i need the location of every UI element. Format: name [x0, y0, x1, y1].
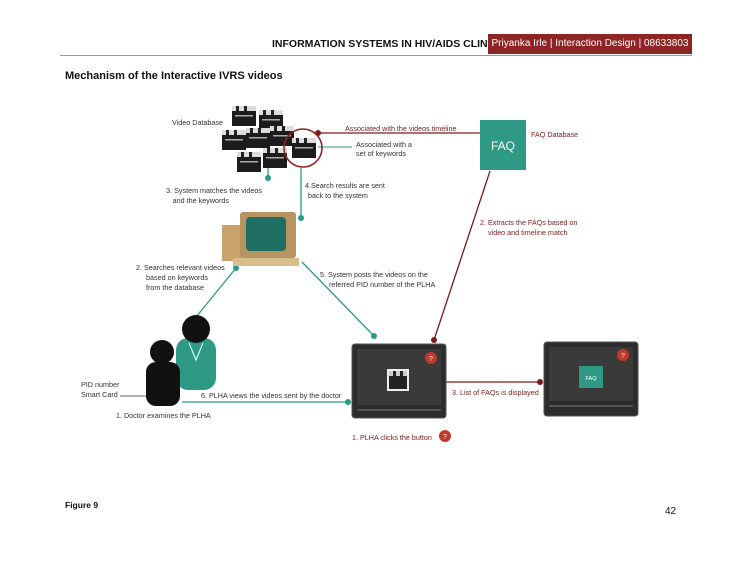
clapperboard-icon: [270, 126, 294, 146]
header-title: INFORMATION SYSTEMS IN HIV/AIDS CLINIC: [272, 38, 499, 50]
pid-number-label: PID number: [81, 380, 120, 389]
step3-list-label: 3. List of FAQs is displayed: [452, 388, 539, 397]
step6-view-label: 6. PLHA views the videos sent by the doc…: [201, 391, 342, 400]
faq-database-box: [480, 120, 526, 170]
clapperboard-icon: [292, 138, 316, 158]
author-badge: Priyanka Irle | Interaction Design | 086…: [488, 34, 692, 54]
video-database-label: Video Database: [172, 118, 223, 127]
clapperboard-icon: [232, 106, 256, 126]
step3-match-line1: 3. System matches the videos: [166, 186, 262, 195]
help-button-glyph: ?: [443, 434, 447, 441]
step5-connector: [301, 261, 375, 337]
clapperboard-icon: [387, 369, 409, 391]
phone-screen-videos: ?: [351, 343, 447, 419]
step2-search-line1: 2. Searches relevant videos: [136, 263, 225, 272]
help-button-glyph: ?: [429, 356, 433, 363]
smart-card-label: Smart Card: [81, 390, 118, 399]
video-database-cluster: [222, 106, 323, 172]
dot: [298, 215, 304, 221]
dot: [265, 175, 271, 181]
dot: [371, 333, 377, 339]
computer-keyboard: [233, 258, 299, 266]
plha-figure: [146, 340, 180, 406]
faq-tile-label: FAQ: [585, 376, 597, 382]
help-button-icon: [617, 349, 629, 361]
step5-post-line2: referred PID number of the PLHA: [329, 280, 435, 289]
connector-lines: [120, 132, 540, 403]
doctor-figure: [176, 315, 216, 390]
clapperboard-icon: [222, 130, 246, 150]
clapperboard-icon: [246, 128, 270, 148]
timeline-association-label: Associated with the videos timeline: [345, 124, 456, 133]
step2-connector: [195, 267, 237, 318]
figure-caption: Figure 9: [65, 500, 99, 510]
computer-icon: [222, 212, 299, 266]
computer-tower: [222, 225, 244, 261]
clapperboard-icon: [237, 152, 261, 172]
dot: [345, 399, 351, 405]
page-number: 42: [665, 506, 677, 517]
connector-dots: [233, 130, 543, 405]
step5-post-line1: 5. System posts the videos on the: [320, 270, 428, 279]
faq-box-label: FAQ: [491, 139, 515, 153]
step4-results-line1: 4.Search results are sent: [305, 181, 385, 190]
faq-database-label: FAQ Database: [531, 130, 578, 139]
help-button-icon: [439, 430, 451, 442]
step1-doctor-label: 1. Doctor examines the PLHA: [116, 411, 211, 420]
dot: [431, 337, 437, 343]
clapperboard-icon: [259, 110, 283, 130]
step4-results-line2: back to the system: [308, 191, 368, 200]
clapperboard-icon: [263, 148, 287, 168]
dot: [233, 265, 239, 271]
step1-click-label: 1. PLHA clicks the button: [352, 433, 432, 442]
highlight-circle: [283, 128, 323, 168]
step2-search-line3: from the database: [146, 283, 204, 292]
keyword-association-line2: set of keywords: [356, 149, 406, 158]
faq-tile: [579, 366, 603, 388]
faq-extract-connector: [433, 170, 491, 341]
step2-search-line2: based on keywords: [146, 273, 208, 282]
step3-match-line2: and the keywords: [173, 196, 230, 205]
keyword-association-line1: Associated with a: [356, 140, 412, 149]
help-button-glyph: ?: [621, 353, 625, 360]
computer-screen: [246, 217, 286, 251]
phone-screen-faq: FAQ ?: [543, 341, 639, 417]
step2-extract-line2: video and timeline match: [488, 228, 568, 237]
dot: [537, 379, 543, 385]
section-title: Mechanism of the Interactive IVRS videos: [65, 70, 283, 82]
step2-extract-line1: 2. Extracts the FAQs based on: [480, 218, 577, 227]
help-button-icon: [425, 352, 437, 364]
header-divider: [60, 55, 692, 56]
